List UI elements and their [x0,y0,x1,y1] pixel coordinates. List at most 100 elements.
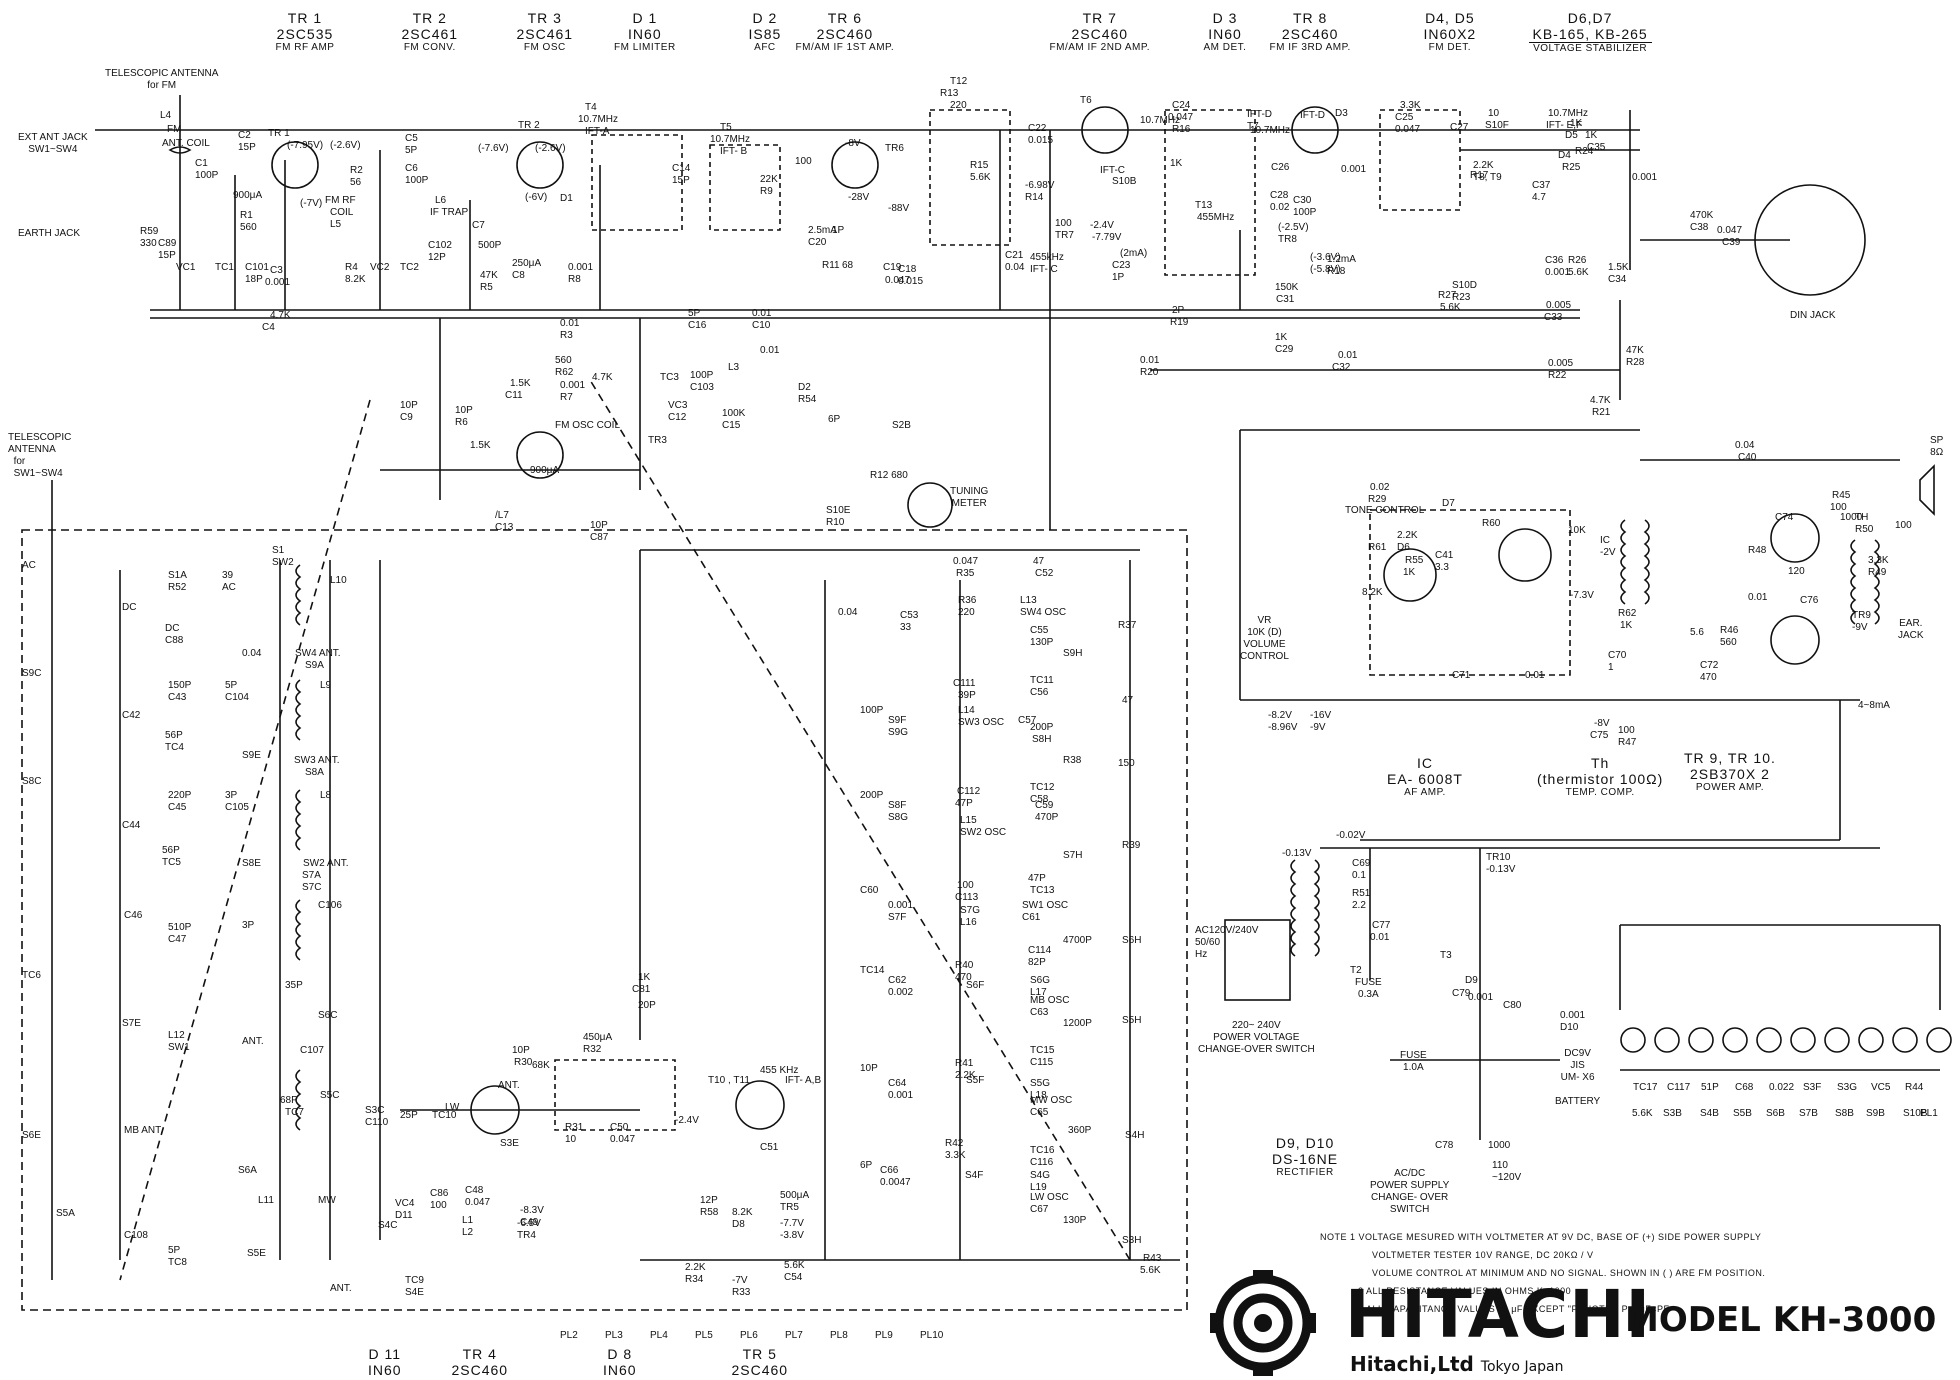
component-label: C67 [1030,1204,1049,1215]
component-label: S6H [1122,935,1142,946]
component-label: 47K [1626,345,1644,356]
component-label: R45 [1832,490,1851,501]
fm-osc-coil-label: FM OSC COIL [555,420,621,431]
component-label: 3.3 [1435,562,1449,573]
component-label: 12P [700,1195,718,1206]
component-label: C26 [1271,162,1290,173]
component-label: S5H [1122,1015,1142,1026]
component-label: R55 [1405,555,1424,566]
component-label: (-3.6V) [1310,252,1341,263]
component-label: 5.6K [1140,1265,1161,1276]
component-label: S6F [966,980,985,991]
component-label: PL5 [695,1330,713,1341]
model-name: MODEL KH-3000 [1625,1300,1937,1340]
component-label: PL10 [920,1330,944,1341]
component-label: C107 [300,1045,324,1056]
component-label: -8.2V [1268,710,1292,721]
component-label: 120 [1788,566,1805,577]
component-label: R4 [345,262,358,273]
din-jack-label: DIN JACK [1790,310,1836,321]
component-label: R3 [560,330,573,341]
tr4-transistor [470,1085,520,1135]
component-label: D4 [1558,150,1571,161]
component-label: VC2 [370,262,390,273]
component-label: R58 [700,1207,719,1218]
tone-control-label: TONE CONTROL [1345,505,1425,516]
component-label: 0.01 [1338,350,1358,361]
component-label: S8H [1032,734,1052,745]
component-label: 5.6K [1440,302,1461,313]
component-label: 0.001 [1468,992,1494,1003]
component-label: S9B [1866,1108,1885,1119]
component-label: D3 [1335,108,1348,119]
component-label: -0.13V [1282,848,1312,859]
component-label: C34 [1608,274,1627,285]
component-label: R41 [955,1058,974,1069]
component-label: R50 [1855,524,1874,535]
component-label: L9 [320,680,332,691]
component-label: -9V [1852,622,1868,633]
component-label: TC3 [660,372,679,383]
component-label: 0.1 [1352,870,1366,881]
component-label: 1.5K [510,378,531,389]
component-label: TC1 [215,262,234,273]
component-label: C65 [1030,1107,1049,1118]
component-label: -0.02V [1336,830,1366,841]
component-label: R33 [732,1287,751,1298]
component-label: 100P [1293,207,1317,218]
component-label: MW OSC [1030,1095,1073,1106]
component-label: C25 [1395,112,1414,123]
component-label: C68 [1735,1082,1754,1093]
component-label: R47 [1618,737,1637,748]
component-label: PL1 [1920,1108,1938,1119]
tr9-transistor [1770,513,1820,563]
component-label: -2.4V [1090,220,1114,231]
component-label: 0.001 [888,900,914,911]
component-label: C116 [1030,1157,1054,1168]
component-label: S9A [305,660,324,671]
ic-transistor-2 [1498,528,1552,582]
component-label: 2.2K [685,1262,706,1273]
component-label: C89 [158,238,177,249]
component-label: R61 [1368,542,1387,553]
component-label: C106 [318,900,342,911]
component-label: R54 [798,394,817,405]
component-label: 2.5mA [808,225,837,236]
component-label: 5.6K [784,1260,805,1271]
component-label: 0.047 [1168,112,1194,123]
note-line-1: NOTE 1 VOLTAGE MESURED WITH VOLTMETER AT… [1320,1232,1762,1242]
component-label: C52 [1035,568,1054,579]
component-label: D5 [1565,130,1578,141]
component-label: 0.022 [1769,1082,1795,1093]
component-label: 33 [900,622,912,633]
component-label: C2 [238,130,251,141]
component-label: 6P [828,414,841,425]
component-label: R14 [1025,192,1044,203]
component-label: 5P [688,308,701,319]
note-line-2: VOLTMETER TESTER 10V RANGE, DC 20KΩ / V [1372,1250,1594,1260]
component-label: TC10 [432,1110,457,1121]
component-label: 10P [590,520,608,531]
component-label: 0.005 [1546,300,1572,311]
component-label: SW3 ANT. [294,755,340,766]
component-label: 0.04 [838,607,858,618]
component-label: 150K [1275,282,1299,293]
component-label: C4 [262,322,275,333]
component-label: 56P [162,845,180,856]
component-label: R8 [568,274,581,285]
component-label: 0.001 [1560,1010,1586,1021]
component-label: 10.7MHz [578,114,619,125]
component-label: 220 [950,100,967,111]
component-label: C86 [430,1188,449,1199]
component-label: 100 [795,156,812,167]
component-label: SW2 ANT. [303,858,349,869]
component-label: 0.001 [568,262,594,273]
component-label: IFT-A [585,126,610,137]
component-label: 0.047 [953,556,979,567]
